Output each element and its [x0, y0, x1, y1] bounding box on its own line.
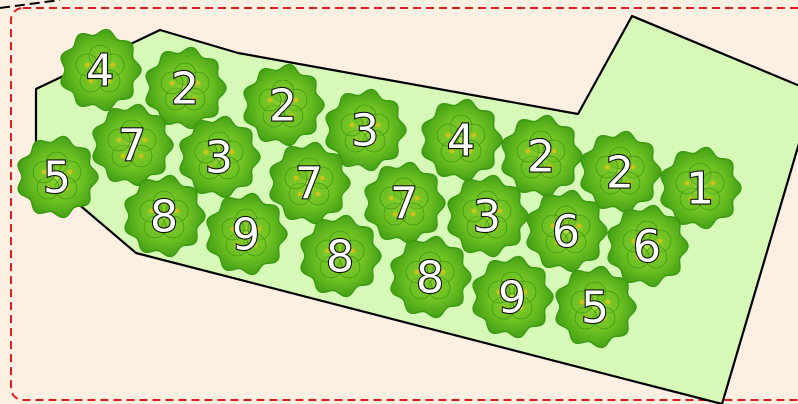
bush-number: 7	[390, 179, 418, 230]
bush-number: 8	[416, 253, 444, 304]
bush-number: 5	[581, 283, 609, 334]
bush-number: 9	[498, 273, 526, 324]
bush-number: 1	[686, 164, 714, 215]
bush-number: 4	[86, 46, 114, 97]
bush-number: 2	[269, 81, 297, 132]
bush-number: 3	[473, 192, 501, 243]
bush-number: 3	[205, 133, 233, 184]
bush-number: 6	[552, 207, 580, 258]
bush-number: 4	[447, 116, 475, 167]
bush-number: 7	[295, 159, 323, 210]
bush-number: 2	[171, 64, 199, 115]
bush-tile[interactable]: 5	[18, 137, 98, 218]
bush-number: 6	[633, 222, 661, 273]
bush-number: 2	[606, 148, 634, 199]
corner-mark	[0, 0, 60, 8]
bush-number: 2	[527, 132, 555, 183]
bush-number: 7	[118, 121, 146, 172]
bush-number: 3	[351, 106, 379, 157]
bush-number: 8	[326, 232, 354, 283]
bush-number: 9	[232, 210, 260, 261]
bush-number: 8	[150, 192, 178, 243]
bush-number: 5	[43, 153, 71, 204]
